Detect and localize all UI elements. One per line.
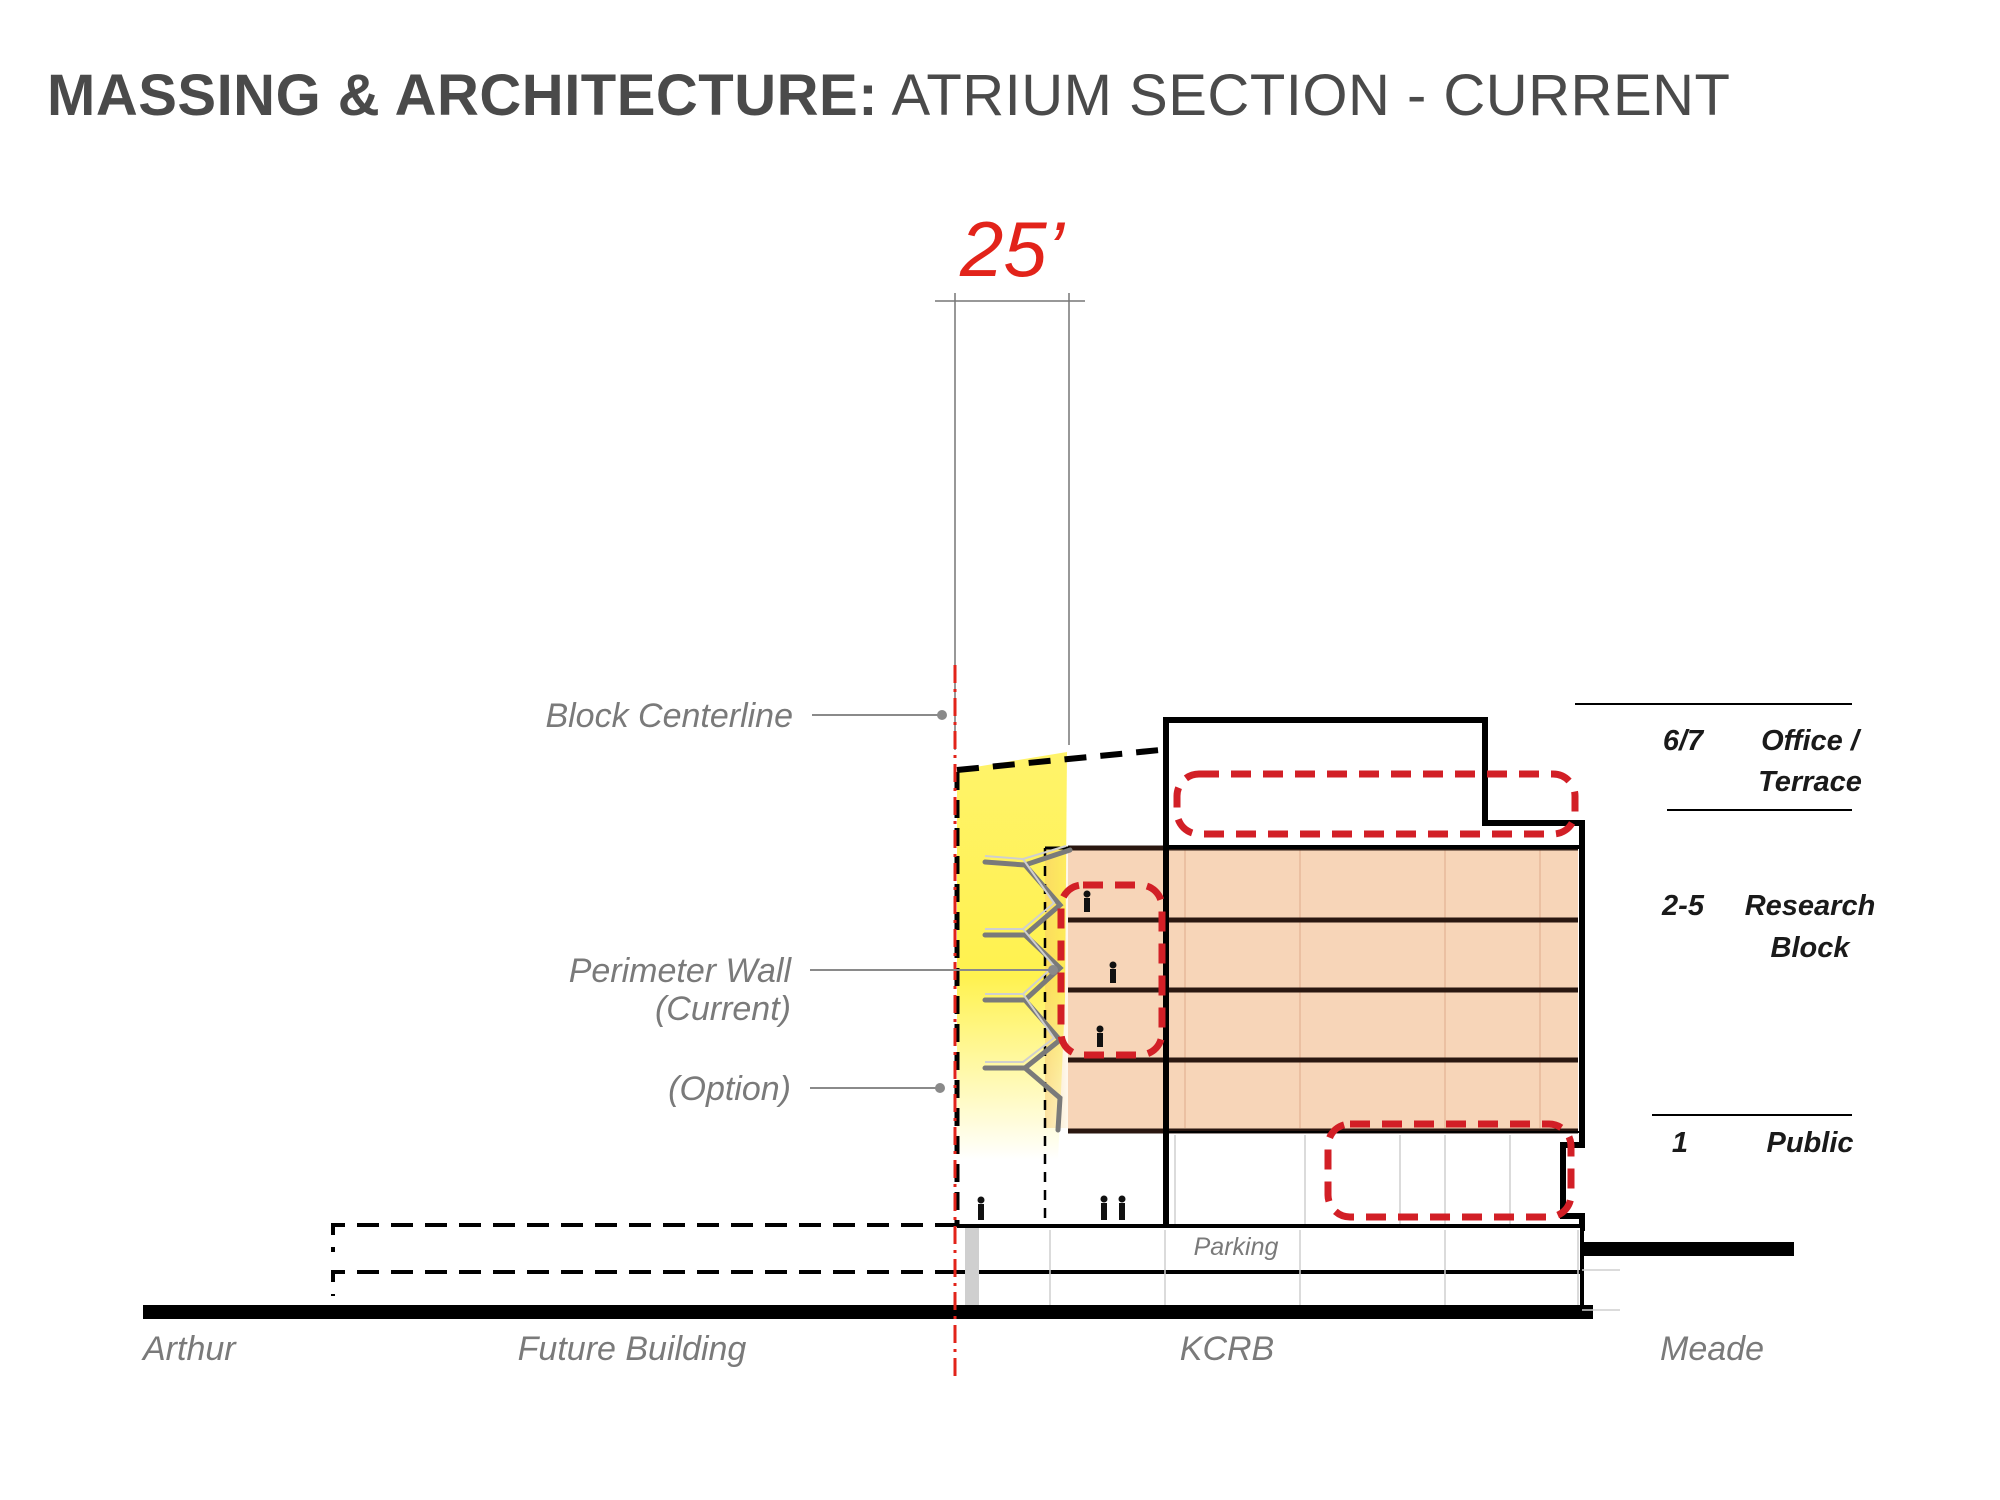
level-name-line1: Public	[1766, 1127, 1853, 1159]
label-arthur: Arthur	[141, 1330, 237, 1368]
level-name-line1: Research	[1745, 890, 1876, 922]
callout-block-centerline: Block Centerline	[545, 697, 793, 735]
dimension-label: 25’	[959, 205, 1066, 293]
callout-option: (Option)	[668, 1070, 791, 1108]
callout-perimeter-wall-current: (Current)	[655, 990, 791, 1028]
meade-street-level	[1582, 1242, 1794, 1256]
parking-levels: Parking	[331, 1216, 1584, 1311]
public-level-columns	[1174, 1135, 1511, 1225]
label-meade: Meade	[1660, 1330, 1764, 1368]
callout-dot	[1048, 965, 1058, 975]
callout-dot	[937, 710, 947, 720]
label-future-building: Future Building	[518, 1330, 747, 1368]
level-name-line2: Terrace	[1758, 766, 1862, 798]
person-figure	[977, 1196, 985, 1220]
parking-ramp	[965, 1228, 979, 1308]
person-figure	[1100, 1195, 1108, 1220]
future-parking-dashed	[331, 1223, 957, 1296]
ground-labels: Arthur Future Building KCRB Meade	[141, 1330, 1764, 1368]
highlight-zones	[1057, 770, 1579, 1221]
parking-label: Parking	[1194, 1233, 1279, 1261]
building-outline	[1163, 717, 1585, 1231]
dimension-25ft: 25’	[935, 205, 1085, 750]
person-figure	[1118, 1195, 1126, 1220]
person-figure	[1096, 1025, 1104, 1047]
level-floors: 2-5	[1661, 890, 1705, 922]
callout-dot	[935, 1083, 945, 1093]
parking-fill	[957, 1225, 1582, 1310]
level-name-line1: Office /	[1761, 725, 1862, 757]
people-figures	[977, 890, 1126, 1220]
callout-perimeter-wall: Perimeter Wall	[569, 952, 793, 990]
level-legend: 6/7 Office / Terrace 2-5 Research Block …	[1575, 703, 1876, 1159]
level-floors: 6/7	[1663, 725, 1705, 757]
level-floors: 1	[1672, 1127, 1688, 1159]
ground	[143, 1242, 1794, 1319]
highlight-public	[1324, 1120, 1575, 1221]
person-figure	[1083, 890, 1091, 912]
highlight-terrace	[1173, 770, 1579, 838]
ground-line	[143, 1305, 1593, 1319]
label-kcrb: KCRB	[1180, 1330, 1274, 1368]
title-regular: ATRIUM SECTION - CURRENT	[891, 63, 1731, 128]
parking-columns	[1049, 1230, 1579, 1308]
research-block	[1068, 845, 1578, 1134]
page-title: MASSING & ARCHITECTURE: ATRIUM SECTION -…	[47, 62, 1730, 129]
person-figure	[1109, 961, 1117, 983]
callouts: Block Centerline Perimeter Wall (Current…	[545, 697, 1058, 1108]
level-name-line2: Block	[1771, 932, 1852, 964]
atrium-tree-highlight	[984, 845, 1067, 1063]
title-bold: MASSING & ARCHITECTURE:	[47, 63, 879, 128]
